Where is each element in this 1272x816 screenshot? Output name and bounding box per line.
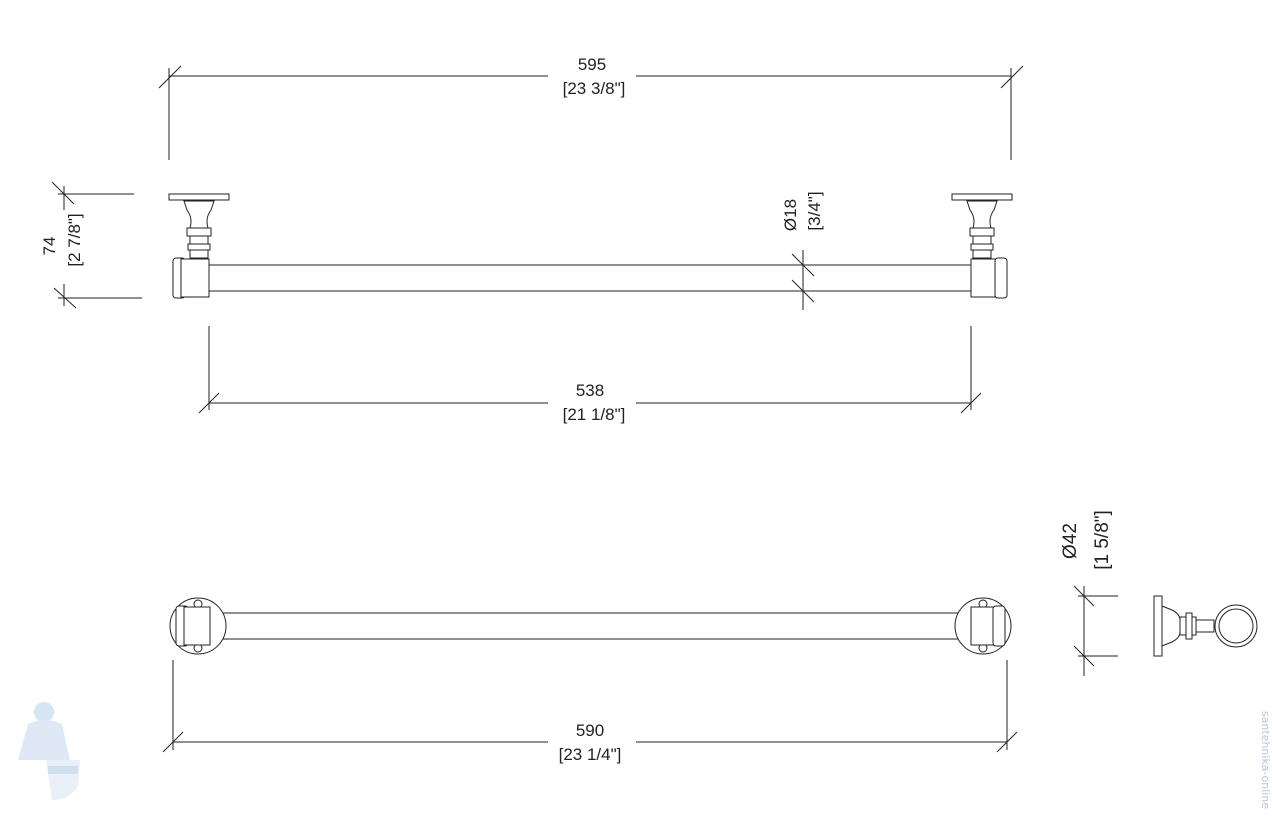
dim-height-inch: [2 7/8"] — [65, 213, 84, 266]
left-bracket — [168, 193, 230, 299]
left-base — [169, 597, 227, 655]
watermark-text: santehnika-online — [1259, 711, 1272, 809]
dim-overall-width-inch: [23 3/8"] — [563, 79, 626, 98]
right-base — [954, 597, 1012, 655]
right-bracket — [951, 193, 1013, 299]
towel-bar-top — [204, 612, 976, 640]
dim-base-diameter-inch: [1 5/8"] — [1092, 510, 1113, 570]
plumber-mascot-logo — [18, 702, 80, 800]
dim-bottom-length-mm: 590 — [576, 721, 604, 740]
dim-bottom-length-inch: [23 1/4"] — [559, 745, 622, 764]
dim-bar-diameter-mm: Ø18 — [781, 199, 800, 231]
dim-inner-length-mm: 538 — [576, 381, 604, 400]
dim-bar-diameter: Ø18 [3/4"] — [781, 191, 824, 310]
towel-bar — [204, 264, 976, 292]
front-view: 595 [23 3/8"] 74 [2 7/8"] Ø18 [3/4"] — [40, 55, 1024, 424]
dim-overall-width-mm: 595 — [578, 55, 606, 74]
top-view: 590 [23 1/4"] — [162, 597, 1018, 764]
dim-inner-length: 538 [21 1/8"] — [198, 326, 982, 424]
dim-base-diameter-mm: Ø42 — [1060, 523, 1081, 559]
dim-inner-length-inch: [21 1/8"] — [563, 405, 626, 424]
dim-height: 74 [2 7/8"] — [40, 181, 142, 309]
dim-overall-width: 595 [23 3/8"] — [158, 55, 1024, 160]
dim-height-mm: 74 — [40, 237, 59, 256]
dim-base-diameter: Ø42 [1 5/8"] — [1060, 510, 1118, 676]
dim-bar-diameter-inch: [3/4"] — [805, 191, 824, 230]
side-view: Ø42 [1 5/8"] — [1060, 510, 1258, 676]
dim-bottom-length: 590 [23 1/4"] — [162, 660, 1018, 764]
